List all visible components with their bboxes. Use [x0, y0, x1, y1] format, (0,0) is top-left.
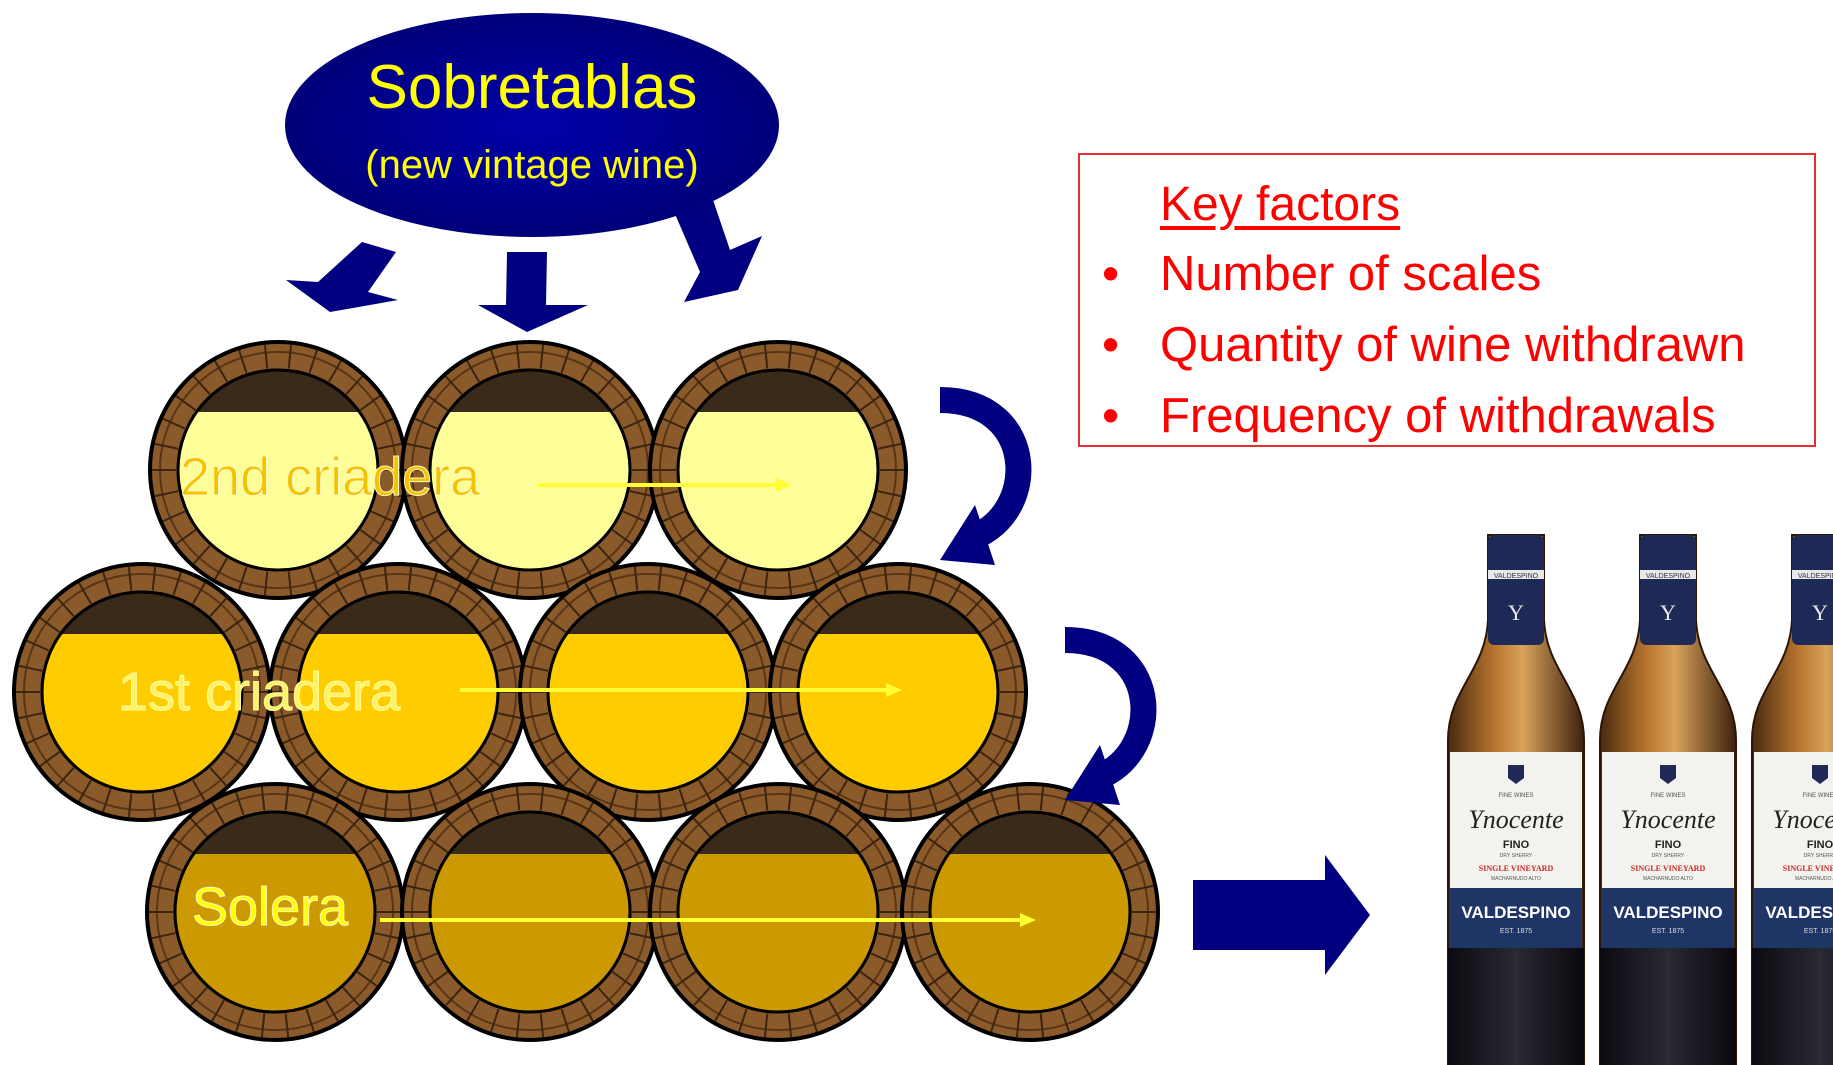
- key-factor-label: Quantity of wine withdrawn: [1160, 318, 1746, 372]
- crest-icon: [1508, 765, 1524, 784]
- row-label-2nd-criadera: 2nd criadera: [180, 447, 481, 507]
- key-factors-box: Key factors • Number of scales • Quantity …: [1078, 153, 1816, 447]
- transfer-arrows: [939, 387, 1157, 805]
- bottle-neck-band: VALDESPINO: [1798, 573, 1833, 580]
- bottle-vineyard-sub: MACHARNUDO ALTO: [1643, 876, 1693, 882]
- bottle-vineyard-sub: MACHARNUDO ALTO: [1491, 876, 1541, 882]
- bottle-monogram: Y: [1812, 600, 1828, 625]
- row-labels: 2nd criadera 1st criadera Solera: [118, 447, 482, 938]
- fill-arrow-middle-icon: [478, 252, 588, 332]
- bottle-vineyard: SINGLE VINEYARD: [1631, 864, 1706, 873]
- bottle-producer: VALDESPINO: [1765, 903, 1833, 922]
- bottle-neck-band: VALDESPINO: [1646, 573, 1691, 580]
- bottle-vineyard: SINGLE VINEYARD: [1783, 864, 1833, 873]
- bullet-icon: •: [1102, 318, 1120, 372]
- bottle-established: EST. 1875: [1500, 928, 1532, 935]
- bullet-icon: •: [1102, 389, 1120, 443]
- transfer-arrow-lower: [1064, 627, 1157, 793]
- barrel-wine-level: [430, 854, 631, 1012]
- key-factor-item: • Frequency of withdrawals: [1102, 387, 1746, 458]
- row-arrowhead-1st-icon: [886, 683, 902, 697]
- barrel: [148, 340, 408, 600]
- bottle-vineyard-sub: MACHARNUDO ALTO: [1795, 876, 1833, 882]
- row-label-1st-criadera: 1st criadera: [118, 662, 401, 722]
- row-label-solera: Solera: [192, 877, 349, 937]
- barrel: [768, 562, 1028, 822]
- barrel: [12, 562, 272, 822]
- bottle-established: EST. 1875: [1652, 928, 1684, 935]
- barrel-wine-level: [298, 634, 499, 793]
- barrel-wine-level: [678, 854, 878, 1012]
- sobretablas-subtitle: (new vintage wine): [365, 143, 699, 187]
- bottle-producer: VALDESPINO: [1461, 903, 1570, 922]
- barrel-wine-level: [430, 412, 631, 570]
- bottle-brand-top: FINE WINES: [1650, 793, 1685, 799]
- bottle-established: EST. 1875: [1804, 928, 1833, 935]
- barrel: [900, 782, 1160, 1042]
- barrel-wine-level: [930, 854, 1130, 1012]
- bottle-style-sub: DRY SHERRY: [1652, 853, 1685, 859]
- transfer-arrowhead-upper-icon: [940, 505, 995, 565]
- row-flow-arrows: [380, 478, 1036, 927]
- sobretablas-title: Sobretablas: [367, 53, 698, 122]
- barrel-wine-level: [797, 634, 998, 792]
- bottle-name: Ynocente: [1468, 805, 1563, 834]
- row-arrowhead-2nd-icon: [776, 478, 792, 492]
- bottle-producer: VALDESPINO: [1613, 903, 1722, 922]
- sobretablas-node: Sobretablas (new vintage wine): [283, 11, 781, 239]
- bottle-name: Ynocente: [1772, 805, 1833, 834]
- key-factor-item: • Number of scales: [1102, 245, 1746, 316]
- key-factor-label: Number of scales: [1160, 247, 1542, 301]
- bottle-style: FINO: [1807, 839, 1833, 851]
- bottle-brand-top: FINE WINES: [1498, 793, 1533, 799]
- barrel-wine-level: [177, 412, 378, 570]
- bottle-style-sub: DRY SHERRY: [1804, 853, 1833, 859]
- key-factors-title: Key factors: [1160, 178, 1401, 231]
- bottle-style: FINO: [1655, 839, 1682, 851]
- bottle-style: FINO: [1503, 839, 1530, 851]
- fill-arrow-right-icon: [675, 200, 762, 302]
- barrel: [648, 340, 908, 600]
- barrel: [268, 562, 528, 822]
- bottle-name: Ynocente: [1620, 805, 1715, 834]
- key-factors-list: • Number of scales • Quantity of wine with…: [1102, 245, 1746, 458]
- bottle-style-sub: DRY SHERRY: [1500, 853, 1533, 859]
- barrel: [145, 782, 405, 1042]
- barrel: [400, 782, 660, 1042]
- bottle-monogram: Y: [1508, 600, 1524, 625]
- bottle-brand-top: FINE WINES: [1802, 793, 1833, 799]
- barrel-wine-level: [42, 634, 242, 792]
- bullet-icon: •: [1102, 247, 1120, 301]
- transfer-arrow-upper: [939, 387, 1032, 553]
- fill-arrow-left-icon: [286, 242, 398, 312]
- barrel-wine-level: [548, 634, 748, 792]
- sobretablas-ellipse: [283, 11, 781, 239]
- bottle-monogram: Y: [1660, 600, 1676, 625]
- crest-icon: [1812, 765, 1828, 784]
- key-factor-label: Frequency of withdrawals: [1160, 389, 1716, 443]
- barrel-wine-level: [174, 854, 375, 1012]
- output-arrow-icon: [1193, 855, 1370, 975]
- barrel: [648, 782, 908, 1042]
- bottle-vineyard: SINGLE VINEYARD: [1479, 864, 1554, 873]
- barrel: [400, 340, 660, 600]
- row-arrowhead-solera-icon: [1020, 913, 1036, 927]
- fill-arrows: [286, 200, 762, 332]
- barrel-stack: [12, 340, 1160, 1042]
- transfer-arrowhead-lower-icon: [1065, 745, 1120, 805]
- bottle-neck-band: VALDESPINO: [1494, 573, 1539, 580]
- crest-icon: [1660, 765, 1676, 784]
- key-factor-item: • Quantity of wine withdrawn: [1102, 316, 1746, 387]
